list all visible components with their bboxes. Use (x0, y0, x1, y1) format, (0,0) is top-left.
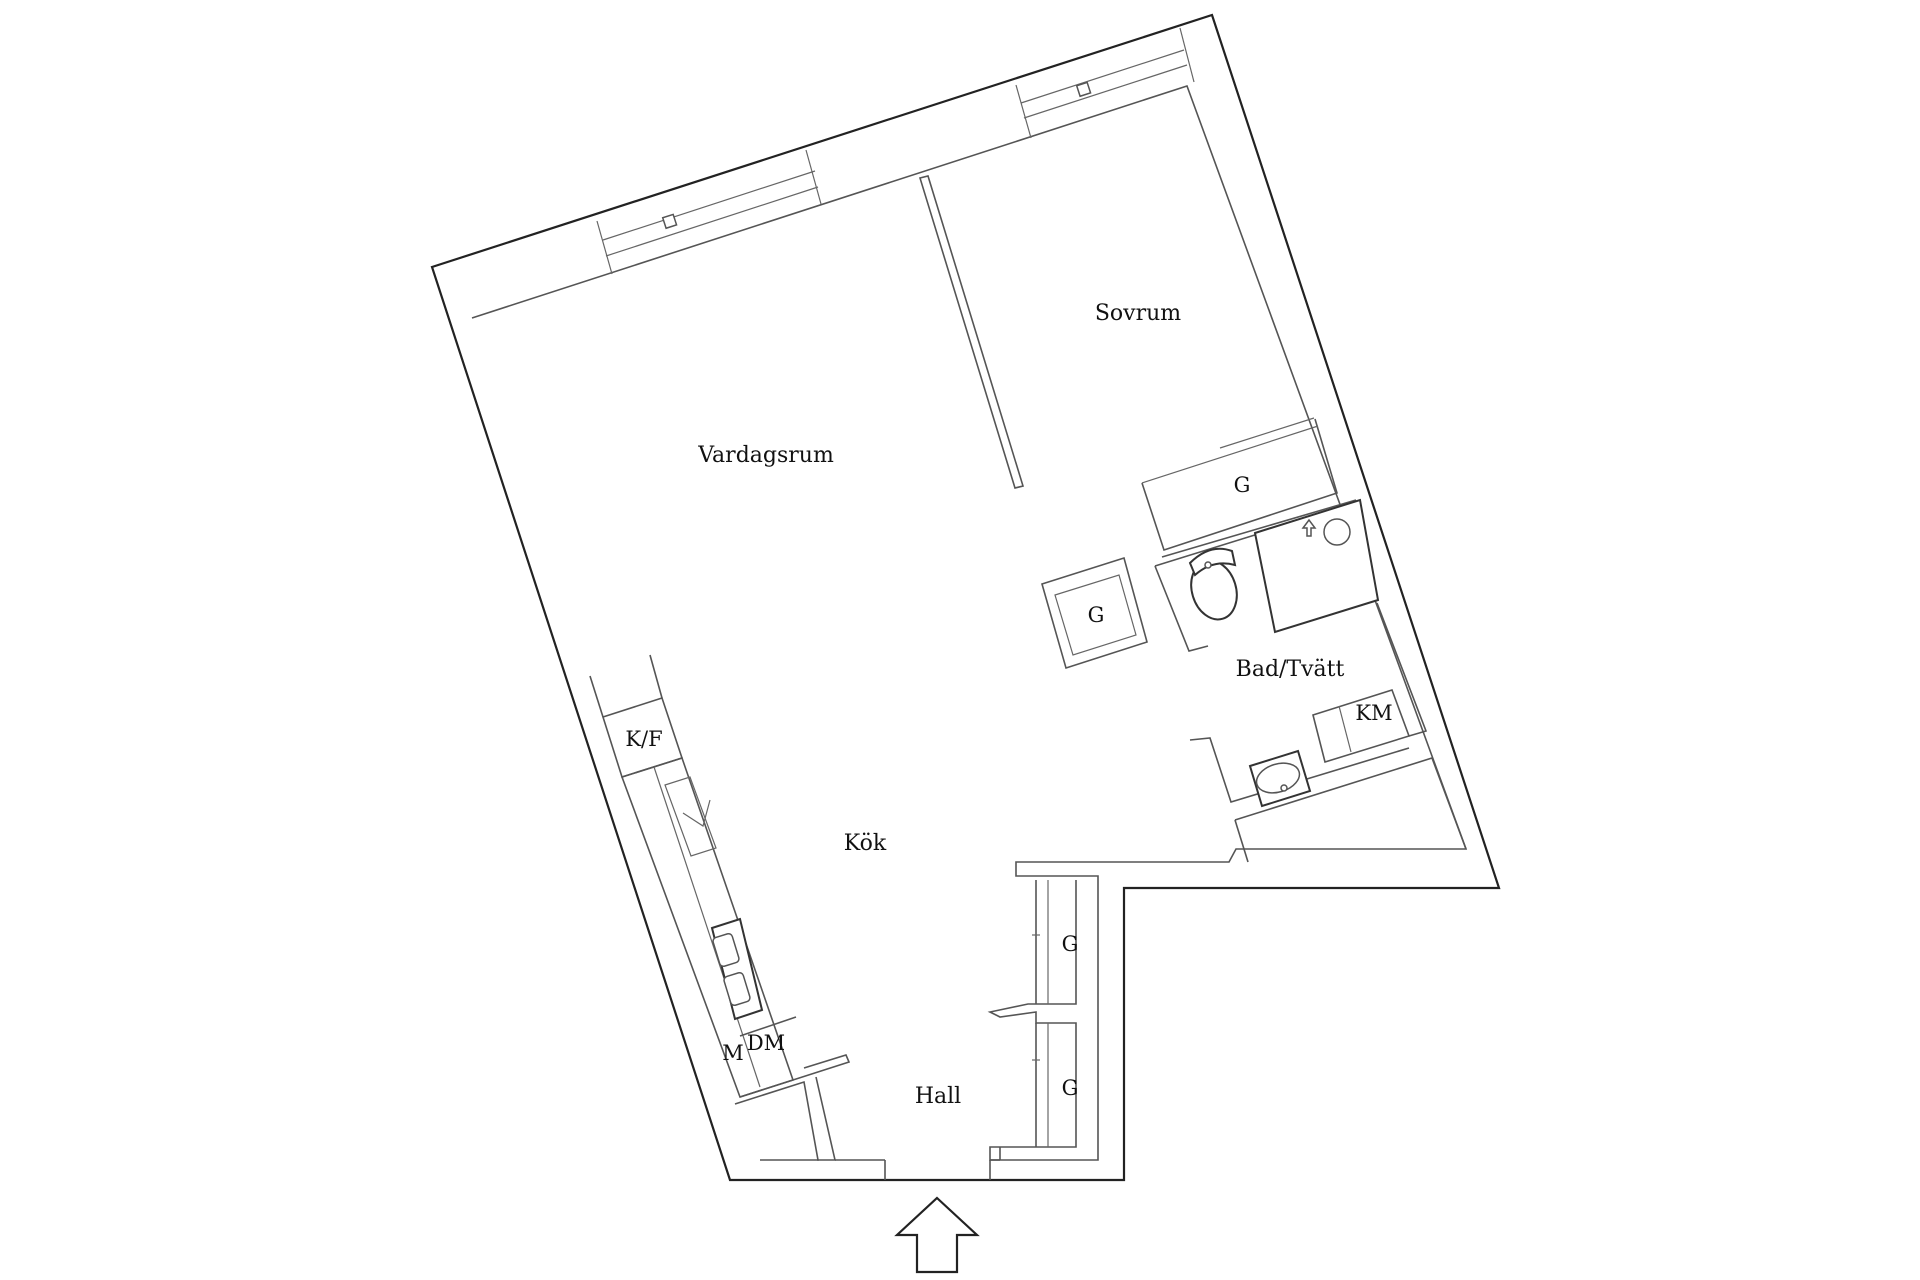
label-garderob-bad: G (1088, 603, 1105, 627)
wardrobe-hall-upper (1032, 880, 1049, 1004)
wall-vardagsrum-sovrum (918, 175, 1025, 489)
wall-kitchen-appliances (739, 1016, 797, 1037)
kitchen-sink (710, 917, 764, 1021)
label-kok: Kök (844, 831, 887, 856)
label-vardagsrum: Vardagsrum (697, 443, 834, 468)
fridge-freezer (589, 654, 684, 779)
exterior-wall (430, 13, 1501, 1182)
bathroom-sink (1248, 749, 1312, 808)
label-garderob-hall-2: G (1062, 1076, 1079, 1100)
wardrobe-sovrum (1141, 417, 1338, 552)
label-garderob-sovrum: G (1234, 473, 1251, 497)
wall-kitchen-hall (739, 1054, 851, 1098)
label-sovrum: Sovrum (1095, 301, 1181, 326)
washing-machine-cabinet (1312, 689, 1411, 764)
wall-bad-upper-inner (1154, 533, 1259, 567)
entrance-arrow-icon (894, 1196, 980, 1274)
label-garderob-hall-1: G (1062, 932, 1079, 956)
interior-wall-outline (471, 85, 1468, 1161)
label-kyl-frys: K/F (625, 727, 662, 751)
shower (1253, 498, 1380, 634)
wall-bad-upper (1161, 499, 1357, 558)
closet-bottom-left (734, 1080, 819, 1161)
toilet (1188, 547, 1238, 621)
wardrobe-hall-lower (1032, 1023, 1049, 1147)
label-tvattmaskin: KM (1355, 701, 1392, 725)
wall-storage-lower-right (1234, 757, 1467, 850)
label-bad-tvatt: Bad/Tvätt (1236, 657, 1345, 682)
label-diskmaskin: DM (747, 1031, 785, 1055)
wall-bad-left (1154, 565, 1209, 652)
label-mikro: M (722, 1041, 744, 1065)
wall-storage-front (1234, 819, 1249, 863)
window-sovrum (1015, 27, 1195, 139)
closet-bottom-left-edge (815, 1076, 837, 1161)
wall-bad-lower (1189, 737, 1410, 803)
wall-bad-right (1376, 602, 1428, 737)
wardrobe-bad (1041, 556, 1148, 670)
label-hall: Hall (915, 1084, 961, 1109)
window-vardagsrum (596, 149, 822, 275)
